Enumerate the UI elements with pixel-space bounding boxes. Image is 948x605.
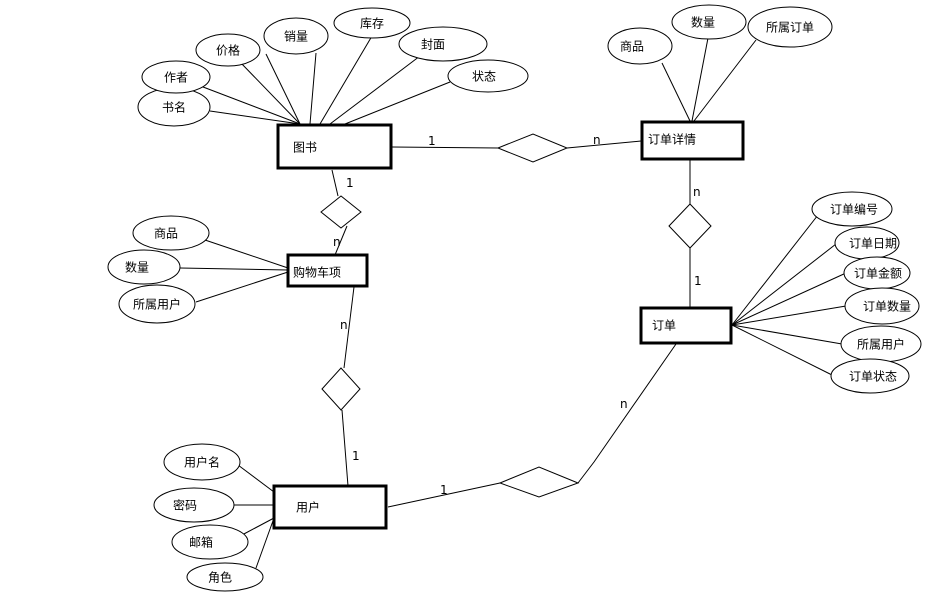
attribute-order-number: 订单编号: [811, 191, 893, 227]
book-attributes: 书名 作者 价格 销量 库存 封面 状态: [137, 7, 529, 127]
attribute-order-date: 订单日期: [834, 226, 900, 260]
svg-text:商品: 商品: [154, 226, 178, 241]
attribute-book-author: 作者: [141, 60, 211, 94]
cardinality-user-order-to: n: [620, 397, 628, 411]
attribute-lines: [179, 35, 847, 569]
relationship-order-detail-order: [668, 203, 712, 249]
cardinality-labels: 1 n 1 n n 1 n 1 1 n: [333, 133, 702, 497]
relationship-user-order: [498, 466, 580, 498]
attribute-order-quantity: 订单数量: [844, 287, 920, 325]
attribute-order-detail-quantity: 数量: [671, 4, 747, 40]
attribute-book-title: 书名: [137, 87, 211, 127]
cardinality-book-order-detail-from: 1: [428, 134, 436, 148]
svg-text:所属订单: 所属订单: [766, 21, 814, 35]
svg-text:订单详情: 订单详情: [648, 132, 696, 147]
attribute-user-username: 用户名: [163, 443, 241, 481]
attribute-cart-item-product: 商品: [132, 215, 210, 251]
cardinality-order-detail-order-from: n: [693, 185, 701, 199]
cardinality-order-detail-order-to: 1: [694, 274, 702, 288]
entity-order-detail: 订单详情: [640, 120, 745, 161]
svg-text:封面: 封面: [421, 38, 445, 52]
attribute-order-detail-product: 商品: [607, 27, 673, 65]
attribute-user-role: 角色: [186, 562, 264, 592]
relationship-cart-item-user: [321, 367, 361, 411]
svg-text:订单日期: 订单日期: [849, 237, 897, 251]
cardinality-cart-item-user-to: 1: [352, 449, 360, 463]
cardinality-cart-item-user-from: n: [340, 318, 348, 332]
relationship-diamonds: [320, 133, 712, 498]
svg-text:订单编号: 订单编号: [830, 202, 878, 217]
relationship-lines: [331, 140, 691, 508]
attribute-user-email: 邮箱: [171, 524, 249, 560]
svg-text:图书: 图书: [293, 141, 317, 155]
cardinality-book-cart-item-to: n: [333, 235, 341, 249]
attribute-order-user: 所属用户: [840, 325, 922, 363]
svg-text:数量: 数量: [125, 260, 149, 275]
svg-text:购物车项: 购物车项: [293, 265, 341, 280]
cardinality-user-order-from: 1: [440, 483, 448, 497]
user-attributes: 用户名 密码 邮箱 角色: [153, 443, 264, 592]
svg-text:状态: 状态: [472, 70, 496, 84]
attribute-book-price: 价格: [195, 33, 261, 67]
svg-text:所属用户: 所属用户: [857, 337, 905, 352]
svg-text:订单数量: 订单数量: [863, 299, 911, 314]
entity-book: 图书: [276, 123, 393, 170]
svg-text:书名: 书名: [162, 100, 186, 115]
svg-text:数量: 数量: [691, 15, 715, 30]
relationship-book-cart-item: [320, 195, 362, 229]
svg-text:商品: 商品: [620, 39, 644, 54]
svg-text:库存: 库存: [360, 16, 384, 31]
relationship-book-order-detail: [496, 133, 569, 163]
attribute-book-status: 状态: [447, 59, 529, 93]
svg-text:订单: 订单: [652, 319, 676, 333]
cardinality-book-order-detail-to: n: [593, 133, 601, 147]
attribute-book-sales: 销量: [263, 17, 329, 55]
entity-cart-item: 购物车项: [286, 253, 369, 288]
attribute-order-amount: 订单金额: [843, 256, 911, 290]
attribute-book-stock: 库存: [333, 7, 411, 39]
cart-item-attributes: 商品 数量 所属用户: [107, 215, 210, 324]
svg-text:价格: 价格: [216, 43, 240, 58]
entity-order: 订单: [639, 306, 733, 345]
svg-text:销量: 销量: [284, 30, 308, 44]
order-detail-attributes: 商品 数量 所属订单: [607, 4, 833, 65]
svg-text:角色: 角色: [208, 571, 232, 585]
svg-text:作者: 作者: [164, 71, 188, 85]
svg-text:订单金额: 订单金额: [854, 266, 902, 281]
cardinality-book-cart-item-from: 1: [346, 176, 354, 190]
svg-text:订单状态: 订单状态: [849, 370, 897, 384]
attribute-order-detail-order: 所属订单: [747, 6, 833, 48]
svg-text:邮箱: 邮箱: [189, 535, 213, 550]
svg-text:用户名: 用户名: [184, 455, 220, 470]
attribute-order-status: 订单状态: [830, 358, 910, 394]
svg-text:密码: 密码: [173, 498, 197, 513]
attribute-cart-item-quantity: 数量: [107, 249, 181, 285]
entity-user: 用户: [272, 484, 388, 530]
attribute-book-cover: 封面: [398, 26, 488, 62]
svg-text:所属用户: 所属用户: [133, 297, 181, 312]
attribute-cart-item-user: 所属用户: [118, 284, 196, 324]
attribute-user-password: 密码: [153, 487, 235, 523]
order-attributes: 订单编号 订单日期 订单金额 订单数量 所属用户 订单状态: [811, 191, 922, 394]
svg-text:用户: 用户: [296, 500, 320, 515]
